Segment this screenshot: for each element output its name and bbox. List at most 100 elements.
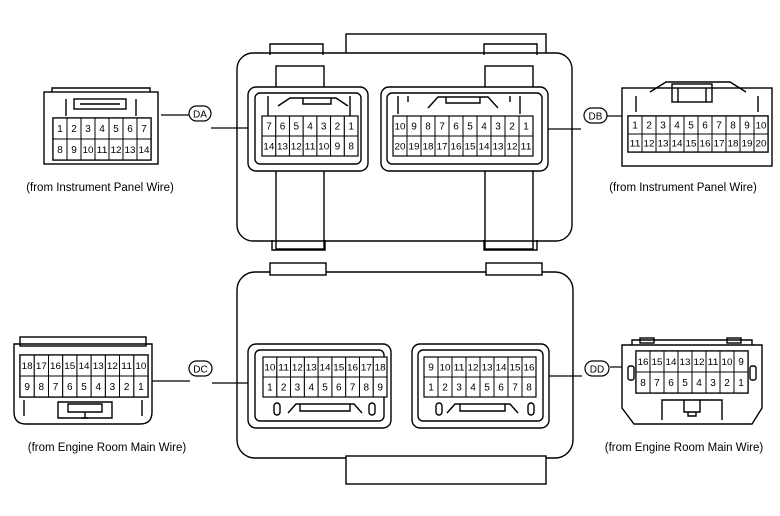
pin-number: 6 (127, 124, 133, 135)
pin-number: 12 (644, 139, 655, 149)
pin-number: 4 (99, 124, 105, 135)
pin-number: 15 (652, 357, 663, 367)
pin-number: 16 (451, 142, 462, 152)
pin-number: 9 (738, 357, 744, 368)
pin-number: 7 (512, 383, 518, 394)
pin-number: 6 (336, 383, 342, 394)
pin-number: 1 (348, 122, 354, 133)
pin-number: 13 (493, 142, 504, 152)
pin-number: 9 (24, 382, 30, 393)
caption-db-source: (from Instrument Panel Wire) (609, 182, 757, 194)
pin-number: 4 (95, 382, 101, 393)
pin-number: 10 (135, 361, 146, 371)
pin-number: 18 (423, 142, 434, 152)
pin-number: 7 (654, 378, 660, 389)
pin-number: 11 (97, 145, 108, 155)
pin-number: 15 (510, 363, 521, 373)
pin-number: 12 (507, 142, 518, 152)
pin-number: 14 (263, 142, 274, 152)
pin-number: 16 (347, 363, 358, 373)
pin-number: 12 (291, 142, 302, 152)
pin-number: 13 (306, 363, 317, 373)
pin-number: 6 (668, 378, 674, 389)
caption-dc-source: (from Engine Room Main Wire) (28, 442, 187, 454)
pin-number: 13 (482, 363, 493, 373)
pin-number: 18 (22, 361, 33, 371)
pin-number: 17 (36, 361, 47, 371)
pin-number: 7 (350, 383, 356, 394)
pin-number: 3 (295, 383, 301, 394)
label-dc-text: DC (193, 365, 207, 376)
pin-number: 6 (280, 122, 286, 133)
label-da-text: DA (193, 110, 207, 121)
pin-number: 10 (83, 145, 94, 155)
pin-number: 8 (348, 142, 354, 153)
label-dd: DD (584, 360, 610, 377)
pin-cell (343, 135, 359, 157)
pin-cell (521, 376, 537, 398)
pin-number: 15 (465, 142, 476, 152)
pin-number: 3 (321, 122, 327, 133)
pin-number: 12 (107, 361, 118, 371)
dc-socket-key (287, 403, 363, 414)
caption-da-source: (from Instrument Panel Wire) (26, 182, 174, 194)
pin-number: 11 (121, 361, 132, 371)
pin-number: 1 (632, 121, 638, 132)
pin-number: 4 (696, 378, 702, 389)
pin-number: 2 (509, 122, 515, 133)
pin-number: 5 (113, 124, 119, 135)
pin-number: 9 (335, 142, 341, 153)
pin-number: 16 (50, 361, 61, 371)
pin-number: 8 (39, 382, 45, 393)
pin-number: 7 (266, 122, 272, 133)
pin-number: 6 (702, 121, 708, 132)
pin-number: 8 (730, 121, 736, 132)
pin-number: 15 (333, 363, 344, 373)
pin-number: 3 (456, 383, 462, 394)
pin-number: 10 (722, 357, 733, 367)
pin-number: 11 (278, 363, 289, 373)
pin-number: 5 (688, 121, 694, 132)
pin-number: 11 (305, 142, 316, 152)
label-dd-text: DD (590, 365, 604, 376)
pin-number: 20 (395, 142, 406, 152)
pin-number: 13 (277, 142, 288, 152)
pin-number: 9 (411, 122, 417, 133)
pin-number: 15 (64, 361, 75, 371)
pin-number: 10 (318, 142, 329, 152)
pin-number: 3 (110, 382, 116, 393)
pin-number: 8 (425, 122, 431, 133)
pin-number: 9 (744, 121, 750, 132)
pin-number: 7 (439, 122, 445, 133)
pin-number: 5 (81, 382, 87, 393)
pin-number: 6 (67, 382, 73, 393)
lower-left-tab (269, 262, 327, 276)
pin-number: 14 (496, 363, 507, 373)
pin-number: 8 (640, 378, 646, 389)
pin-number: 10 (756, 121, 767, 131)
leader-lines (152, 114, 622, 384)
pin-number: 4 (470, 383, 476, 394)
pin-number: 7 (53, 382, 59, 393)
pin-number: 5 (484, 383, 490, 394)
label-db-text: DB (589, 112, 603, 123)
pin-number: 11 (521, 142, 532, 152)
pin-number: 6 (498, 383, 504, 394)
upper-right-strap-bottom (483, 240, 538, 251)
pin-number: 12 (292, 363, 303, 373)
pin-number: 19 (742, 139, 753, 149)
pin-number: 17 (361, 363, 372, 373)
pin-number: 14 (139, 145, 150, 155)
pin-number: 3 (660, 121, 666, 132)
pin-number: 8 (526, 383, 532, 394)
pin-number: 8 (364, 383, 370, 394)
pin-cell (733, 371, 749, 394)
da-socket-key (277, 97, 349, 107)
pin-number: 11 (454, 363, 465, 373)
pin-number: 1 (738, 378, 744, 389)
